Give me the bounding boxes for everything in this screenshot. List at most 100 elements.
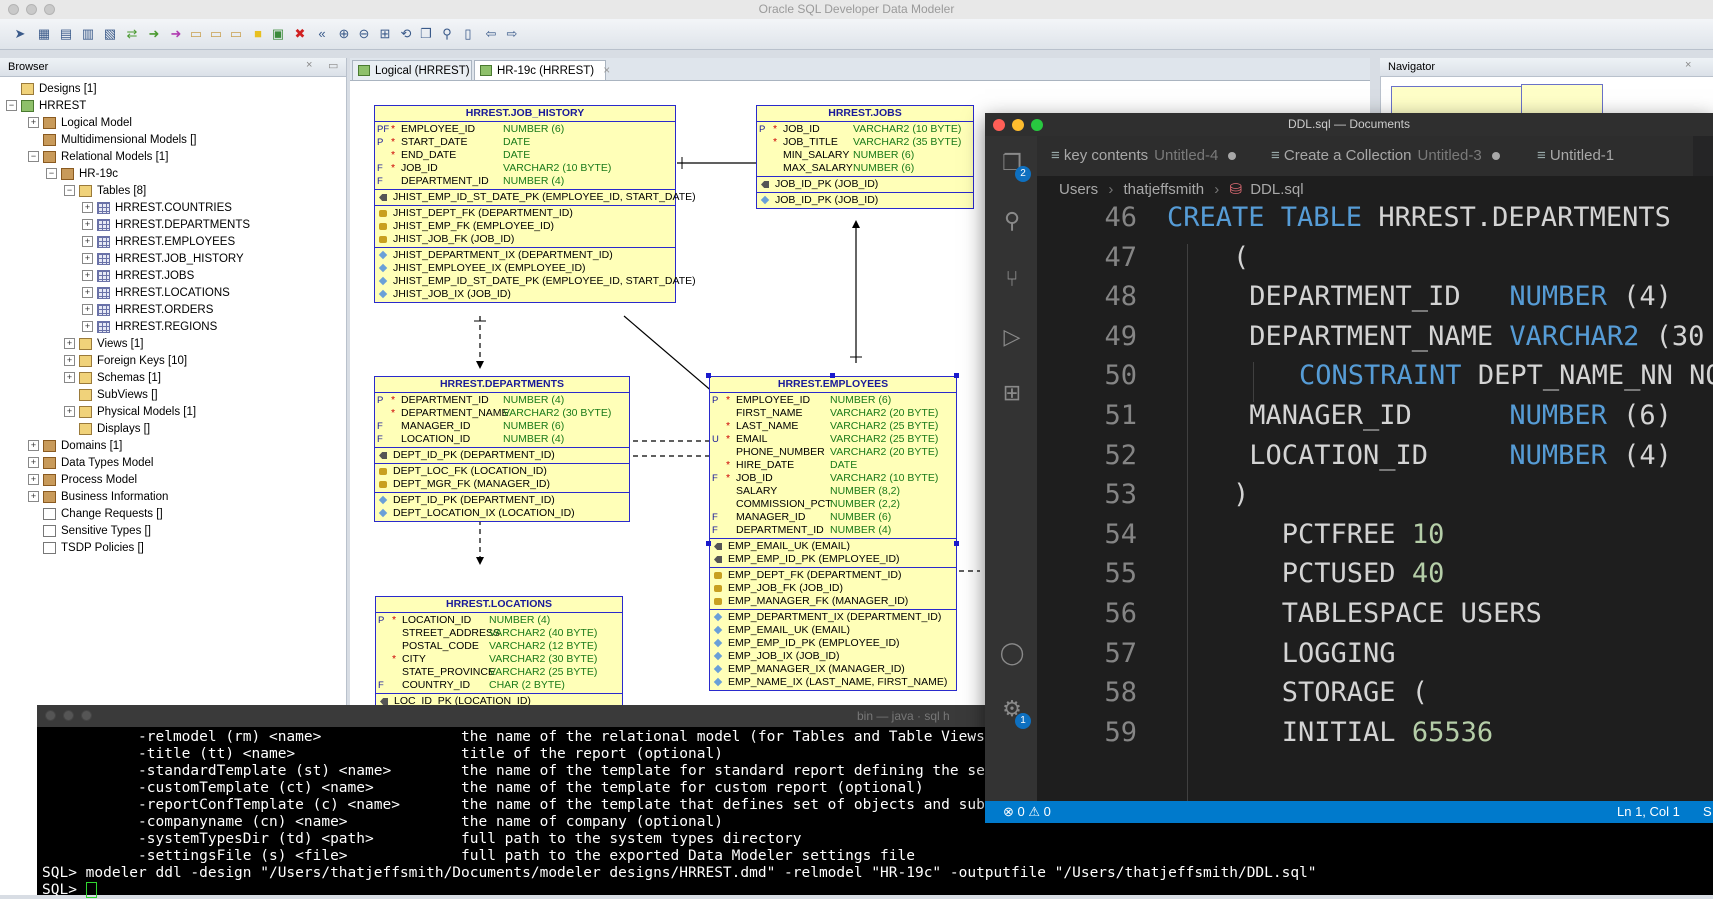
find-icon[interactable]: ⚲	[442, 26, 452, 41]
primary-key-row[interactable]: DEPT_ID_PK (DEPARTMENT_ID)	[375, 449, 629, 462]
tree-item[interactable]: Designs [1]	[6, 81, 97, 97]
layout-icon[interactable]: ⟲	[400, 26, 412, 41]
foreign-key-row[interactable]: JHIST_DEPT_FK (DEPARTMENT_ID)	[375, 207, 675, 220]
expand-icon[interactable]: +	[64, 338, 75, 350]
foreign-key-row[interactable]: DEPT_MGR_FK (MANAGER_ID)	[375, 478, 629, 491]
expand-icon[interactable]: +	[82, 304, 93, 316]
zoom-in-icon[interactable]: ⊕	[338, 26, 350, 41]
index-row[interactable]: JHIST_EMP_ID_ST_DATE_PK (EMPLOYEE_ID, ST…	[375, 275, 696, 288]
expand-icon[interactable]: +	[28, 457, 39, 469]
expand-icon[interactable]: +	[82, 236, 93, 248]
index-row[interactable]: EMP_JOB_IX (JOB_ID)	[710, 650, 956, 663]
page-icon[interactable]: ▯	[464, 26, 472, 41]
tree-item[interactable]: +HRREST.COUNTRIES	[82, 200, 232, 216]
split-table-icon[interactable]: ▥	[81, 26, 95, 41]
legend-icon[interactable]: ■	[254, 26, 262, 41]
account-icon[interactable]: ◯	[999, 640, 1025, 665]
expand-icon[interactable]: +	[28, 117, 39, 129]
tree-item[interactable]: +Foreign Keys [10]	[64, 353, 187, 369]
primary-key-row[interactable]: EMP_EMP_ID_PK (EMPLOYEE_ID)	[710, 553, 956, 566]
index-row[interactable]: JOB_ID_PK (JOB_ID)	[757, 194, 973, 207]
tree-item[interactable]: +HRREST.JOB_HISTORY	[82, 251, 244, 267]
foreign-key-row[interactable]: DEPT_LOC_FK (LOCATION_ID)	[375, 465, 629, 478]
tree-item[interactable]: +HRREST.REGIONS	[82, 319, 217, 335]
code-line[interactable]: )	[1233, 479, 1249, 510]
browser-close-icon[interactable]: ×	[306, 59, 313, 71]
status-extra[interactable]: S	[1703, 804, 1712, 819]
zoom-out-icon[interactable]: ⊖	[358, 26, 370, 41]
tree-item[interactable]: Sensitive Types []	[28, 523, 151, 539]
tree-item[interactable]: Change Requests []	[28, 506, 163, 522]
copy-icon[interactable]: ❐	[420, 26, 432, 41]
expand-icon[interactable]: +	[64, 355, 75, 367]
primary-key-row[interactable]: EMP_EMAIL_UK (EMAIL)	[710, 540, 956, 553]
zoom-window-button[interactable]	[44, 4, 55, 15]
index-row[interactable]: JHIST_EMPLOYEE_IX (EMPLOYEE_ID)	[375, 262, 675, 275]
breadcrumb-file[interactable]: DDL.sql	[1250, 181, 1304, 198]
code-line[interactable]: PCTUSED 40	[1233, 558, 1445, 589]
expand-icon[interactable]: +	[28, 491, 39, 503]
code-line[interactable]: CREATE TABLE HRREST.DEPARTMENTS	[1167, 204, 1671, 233]
selection-handle[interactable]	[954, 541, 959, 546]
code-line[interactable]: DEPARTMENT_NAME VARCHAR2 (30 BYTE)	[1233, 321, 1713, 352]
navigator-close-icon[interactable]: ×	[1685, 59, 1692, 71]
tree-item[interactable]: +Data Types Model	[28, 455, 153, 471]
code-line[interactable]: LOCATION_ID NUMBER (4)	[1233, 440, 1672, 471]
new-view-icon[interactable]: ▤	[59, 26, 73, 41]
picture-icon[interactable]: ▣	[271, 26, 285, 41]
expand-icon[interactable]: +	[82, 253, 93, 265]
code-line[interactable]: DEPARTMENT_ID NUMBER (4)	[1233, 281, 1672, 312]
index-row[interactable]: EMP_MANAGER_IX (MANAGER_ID)	[710, 663, 956, 676]
terminal-zoom-button[interactable]	[81, 710, 92, 721]
close-window-button[interactable]	[8, 4, 19, 15]
merge-table-icon[interactable]: ▧	[103, 26, 117, 41]
tree-item[interactable]: −HR-19c	[46, 166, 118, 182]
code-line[interactable]: INITIAL 65536	[1233, 717, 1493, 748]
index-row[interactable]: DEPT_ID_PK (DEPARTMENT_ID)	[375, 494, 629, 507]
new-fk-icon[interactable]: ⇄	[126, 26, 138, 41]
note2-icon[interactable]: ▭	[209, 26, 223, 41]
expand-icon[interactable]: +	[82, 321, 93, 333]
tree-item[interactable]: +Process Model	[28, 472, 137, 488]
tree-item[interactable]: +Physical Models [1]	[64, 404, 196, 420]
vscode-zoom-button[interactable]	[1031, 119, 1043, 131]
tree-item[interactable]: +Views [1]	[64, 336, 143, 352]
expand-icon[interactable]: +	[28, 440, 39, 452]
index-row[interactable]: EMP_DEPARTMENT_IX (DEPARTMENT_ID)	[710, 611, 956, 624]
tree-item[interactable]: +HRREST.EMPLOYEES	[82, 234, 235, 250]
foreign-key-row[interactable]: EMP_MANAGER_FK (MANAGER_ID)	[710, 595, 956, 608]
selection-handle[interactable]	[706, 373, 711, 378]
tree-item[interactable]: +Business Information	[28, 489, 168, 505]
collapse-icon[interactable]: −	[6, 100, 17, 112]
select-pointer-icon[interactable]: ➤	[14, 26, 26, 41]
tree-item[interactable]: +HRREST.JOBS	[82, 268, 194, 284]
expand-icon[interactable]: +	[82, 219, 93, 231]
engineer-icon[interactable]: «	[318, 26, 326, 41]
foreign-key-row[interactable]: JHIST_JOB_FK (JOB_ID)	[375, 233, 675, 246]
minimize-window-button[interactable]	[26, 4, 37, 15]
tab-close-icon[interactable]: ×	[603, 65, 611, 77]
index-row[interactable]: JHIST_JOB_IX (JOB_ID)	[375, 288, 675, 301]
